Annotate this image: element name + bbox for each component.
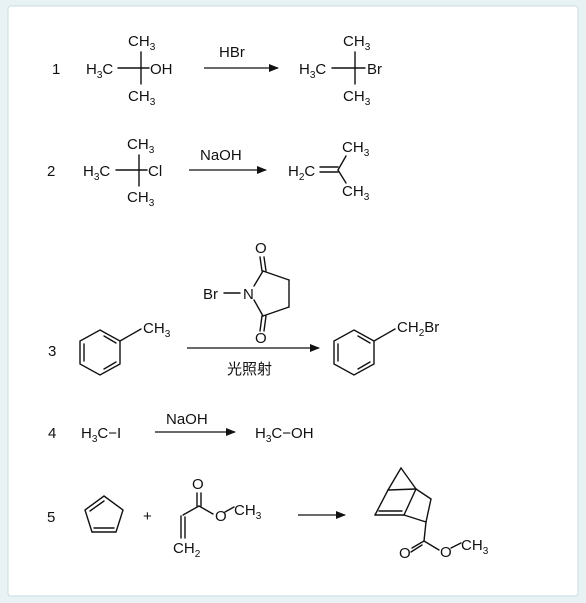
alkene-label: CH2 [173,540,201,560]
reaction-3: 3 CH3 O N Br O 光照射 [48,240,439,378]
isobutylene: H2C CH3 CH3 [288,139,370,203]
ester-oxygen: O [440,544,452,561]
reaction-number: 3 [48,343,56,360]
substituent-label: CH3 [143,320,171,340]
bromine-label: Br [203,286,218,303]
methyl-acrylate: O O CH3 CH2 [173,476,262,560]
reaction-5: 5 + O O CH3 CH2 [47,467,489,562]
nbs-reagent: O N Br O [203,240,290,347]
reaction-number: 2 [47,163,55,180]
reagent-label: HBr [219,44,245,61]
reaction-number: 4 [48,425,56,442]
norbornene-ester: O O CH3 [374,467,489,562]
tert-butyl-chloride: CH3 H3C Cl CH3 [83,136,162,209]
condition-label: 光照射 [227,361,272,378]
substituent-left: H3C [83,163,110,183]
substituent-top: CH3 [343,33,371,53]
substituent-bottom: CH3 [128,88,156,108]
reaction-number: 1 [52,61,60,78]
reaction-1: 1 CH3 H3C OH CH3 HBr CH3 H3C Br CH3 [52,33,382,108]
scheme-panel [7,5,579,597]
nitrogen-label: N [243,286,254,303]
methyl-label: CH3 [234,502,262,522]
tert-butyl-bromide: CH3 H3C Br CH3 [299,33,382,108]
carbonyl-oxygen: O [399,545,411,562]
reaction-number: 5 [47,509,55,526]
substituent-right: Br [367,61,382,78]
substituent-bottom: CH3 [127,189,155,209]
toluene: CH3 [79,320,171,376]
reaction-4: 4 H3C−I NaOH H3C−OH [48,411,314,445]
reaction-2: 2 CH3 H3C Cl CH3 NaOH H2C CH3 CH3 [47,136,370,209]
methanol: H3C−OH [255,425,314,445]
ester-oxygen: O [215,508,227,525]
substituent-top: CH3 [342,139,370,159]
substituent-bottom: CH3 [342,183,370,203]
substituent-left: H3C [299,61,326,81]
carbonyl-oxygen-bottom: O [255,330,267,347]
substituent-label: CH2Br [397,319,439,339]
methyl-label: CH3 [461,537,489,557]
benzyl-bromide: CH2Br [333,319,439,376]
cyclopentadiene [84,495,124,533]
methyl-iodide: H3C−I [81,425,121,445]
substituent-top: CH3 [128,33,156,53]
substituent-right: OH [150,61,173,78]
plus-sign: + [143,508,152,525]
carbonyl-oxygen-top: O [255,240,267,257]
substituent-top: CH3 [127,136,155,156]
carbonyl-oxygen: O [192,476,204,493]
substituent-bottom: CH3 [343,88,371,108]
reagent-label: NaOH [200,147,242,164]
reagent-label: NaOH [166,411,208,428]
substituent-left: H2C [288,163,315,183]
substituent-left: H3C [86,61,113,81]
tert-butanol: CH3 H3C OH CH3 [86,33,173,108]
substituent-right: Cl [148,163,162,180]
